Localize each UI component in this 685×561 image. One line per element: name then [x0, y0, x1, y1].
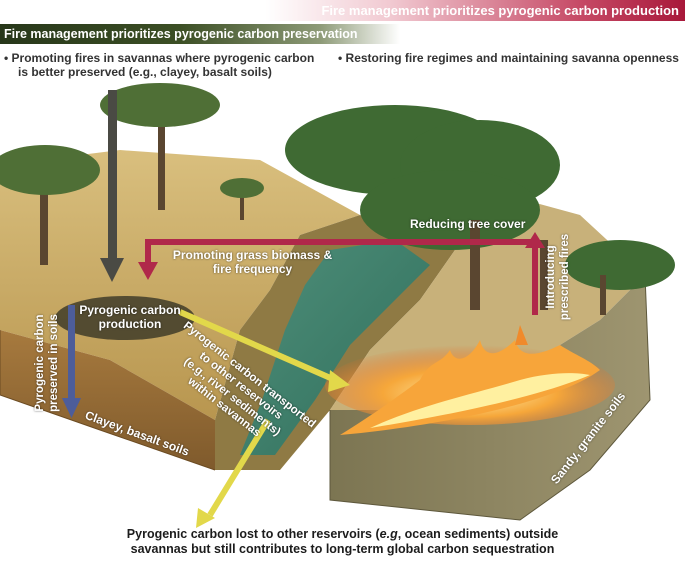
- lost-pre: Pyrogenic carbon lost to other reservoir…: [126, 527, 380, 541]
- lost-carbon-caption: Pyrogenic carbon lost to other reservoir…: [0, 527, 685, 557]
- preserved-arrow: [62, 305, 81, 418]
- production-label: Pyrogenic carbon production: [75, 303, 185, 332]
- grass-label-line2: fire frequency: [212, 262, 293, 277]
- prescribed-line1: Introducing: [545, 245, 557, 309]
- production-arrows: [145, 239, 538, 315]
- lost-post: , ocean sediments) outside: [397, 527, 559, 541]
- preserved-line1: Pyrogenic carbon: [34, 314, 46, 412]
- down-arrow: [100, 90, 124, 282]
- lost-line1: Pyrogenic carbon lost to other reservoir…: [0, 527, 685, 542]
- prescribed-line2: prescribed fires: [558, 233, 571, 321]
- clayey-soil-face: [0, 330, 215, 470]
- preserved-label: Pyrogenic carbon preserved in soils: [34, 308, 62, 418]
- fire: [325, 325, 615, 435]
- grass-biomass-label: Promoting grass biomass & fire frequency: [170, 248, 335, 277]
- bullet-left-line2: is better preserved (e.g., clayey, basal…: [18, 65, 272, 79]
- lost-eg: e.g: [379, 527, 398, 541]
- production-label-line2: production: [98, 317, 162, 332]
- lost-line2: savannas but still contributes to long-t…: [130, 542, 555, 556]
- production-banner: Fire management prioritizes pyrogenic ca…: [265, 0, 685, 21]
- trees-right: [285, 105, 675, 315]
- transport-arrows: [178, 309, 337, 517]
- prescribed-fires-label: Introducing prescribed fires: [545, 222, 573, 332]
- left-grass-surface: [0, 150, 360, 420]
- grass-label-line1: Promoting grass biomass &: [172, 248, 333, 262]
- bullet-left-line1: • Promoting fires in savannas where pyro…: [4, 51, 315, 65]
- bullet-right: • Restoring fire regimes and maintaining…: [338, 51, 679, 65]
- burnt-patch: [55, 296, 195, 340]
- preservation-banner: Fire management prioritizes pyrogenic ca…: [0, 24, 400, 44]
- reducing-tree-cover-label: Reducing tree cover: [410, 217, 526, 231]
- production-label-line1: Pyrogenic carbon: [79, 303, 181, 317]
- prescribed-fire-arrowhead: [525, 232, 545, 248]
- trees-left: [0, 83, 264, 265]
- grass-arrowhead: [138, 262, 158, 280]
- preserved-line2: preserved in soils: [47, 314, 60, 412]
